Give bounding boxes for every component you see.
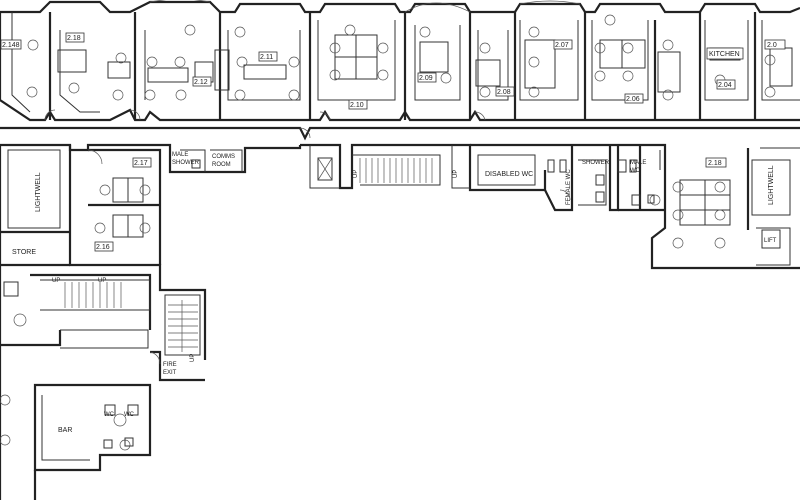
left-stairs	[64, 282, 198, 352]
wc-label-1: WC	[104, 412, 115, 418]
room-label-210: 2.10	[350, 102, 364, 109]
kitchen-label: KITCHEN	[709, 51, 740, 58]
fire-exit-label-2: EXIT	[163, 370, 177, 376]
room-label-208: 2.08	[497, 89, 511, 96]
male-wc-label-1: MALE	[630, 160, 646, 166]
fire-exit-label-1: FIRE	[163, 362, 177, 368]
store-label: STORE	[12, 249, 36, 256]
lightwell-right-label: LIGHTWELL	[768, 165, 775, 205]
core-labels: MALE SHOWER COMMS ROOM DISABLED WC FEMAL…	[172, 152, 775, 205]
bar-label: BAR	[58, 427, 72, 434]
stair-up-label-4: UP	[98, 278, 106, 284]
shower-label: SHOWER	[582, 160, 610, 166]
wc-label-2: WC	[124, 412, 135, 418]
stair-up-label-1: UP	[353, 170, 359, 178]
room-label-211: 2.11	[260, 54, 273, 61]
central-stairs	[317, 157, 433, 183]
door-swings	[44, 109, 571, 365]
room-label-207: 2.07	[555, 42, 569, 49]
room-label-206: 2.06	[626, 96, 640, 103]
male-wc-label-2: WC	[630, 168, 641, 174]
comms-room-label-1: COMMS	[212, 154, 235, 160]
room-label-2148: 2.148	[2, 42, 20, 49]
top-room-labels: 2.148 2.18 2.12 2.11 2.10 2.09 2.08 2.07…	[0, 32, 786, 110]
room-label-209: 2.09	[419, 75, 433, 82]
top-wing-chairs	[26, 14, 776, 101]
disabled-wc-label: DISABLED WC	[485, 171, 533, 178]
room-label-204: 2.04	[718, 82, 732, 89]
lightwell-left-label: LIGHTWELL	[35, 172, 42, 212]
male-shower-label-1: MALE	[172, 152, 188, 158]
comms-room-label-2: ROOM	[212, 162, 231, 168]
room-label-218-right: 2.18	[708, 160, 722, 167]
wc-fixtures	[191, 159, 655, 206]
stair-up-label-3: UP	[52, 278, 60, 284]
lift-label-right: LIFT	[764, 238, 777, 244]
female-wc-label: FEMALE WC	[566, 169, 572, 205]
room-label-217: 2.17	[134, 160, 148, 167]
stair-up-label-5: UP	[190, 354, 196, 362]
room-label-218-top: 2.18	[67, 35, 81, 42]
left-wing-furniture: 2.17 2.16	[0, 157, 152, 451]
top-wing-desks	[57, 34, 793, 93]
stair-up-label-2: UP	[453, 170, 459, 178]
male-shower-label-2: SHOWER	[172, 160, 200, 166]
left-wing-labels: LIGHTWELL STORE UP UP UP FIRE EXIT BAR W…	[12, 172, 196, 434]
room-label-202: 2.0	[767, 42, 777, 49]
room-label-212: 2.12	[194, 79, 208, 86]
top-wing-walls	[0, 0, 800, 141]
room-218-right: 2.18 LIFT	[649, 157, 781, 249]
left-wing-walls	[0, 145, 207, 500]
room-label-216: 2.16	[96, 244, 110, 251]
